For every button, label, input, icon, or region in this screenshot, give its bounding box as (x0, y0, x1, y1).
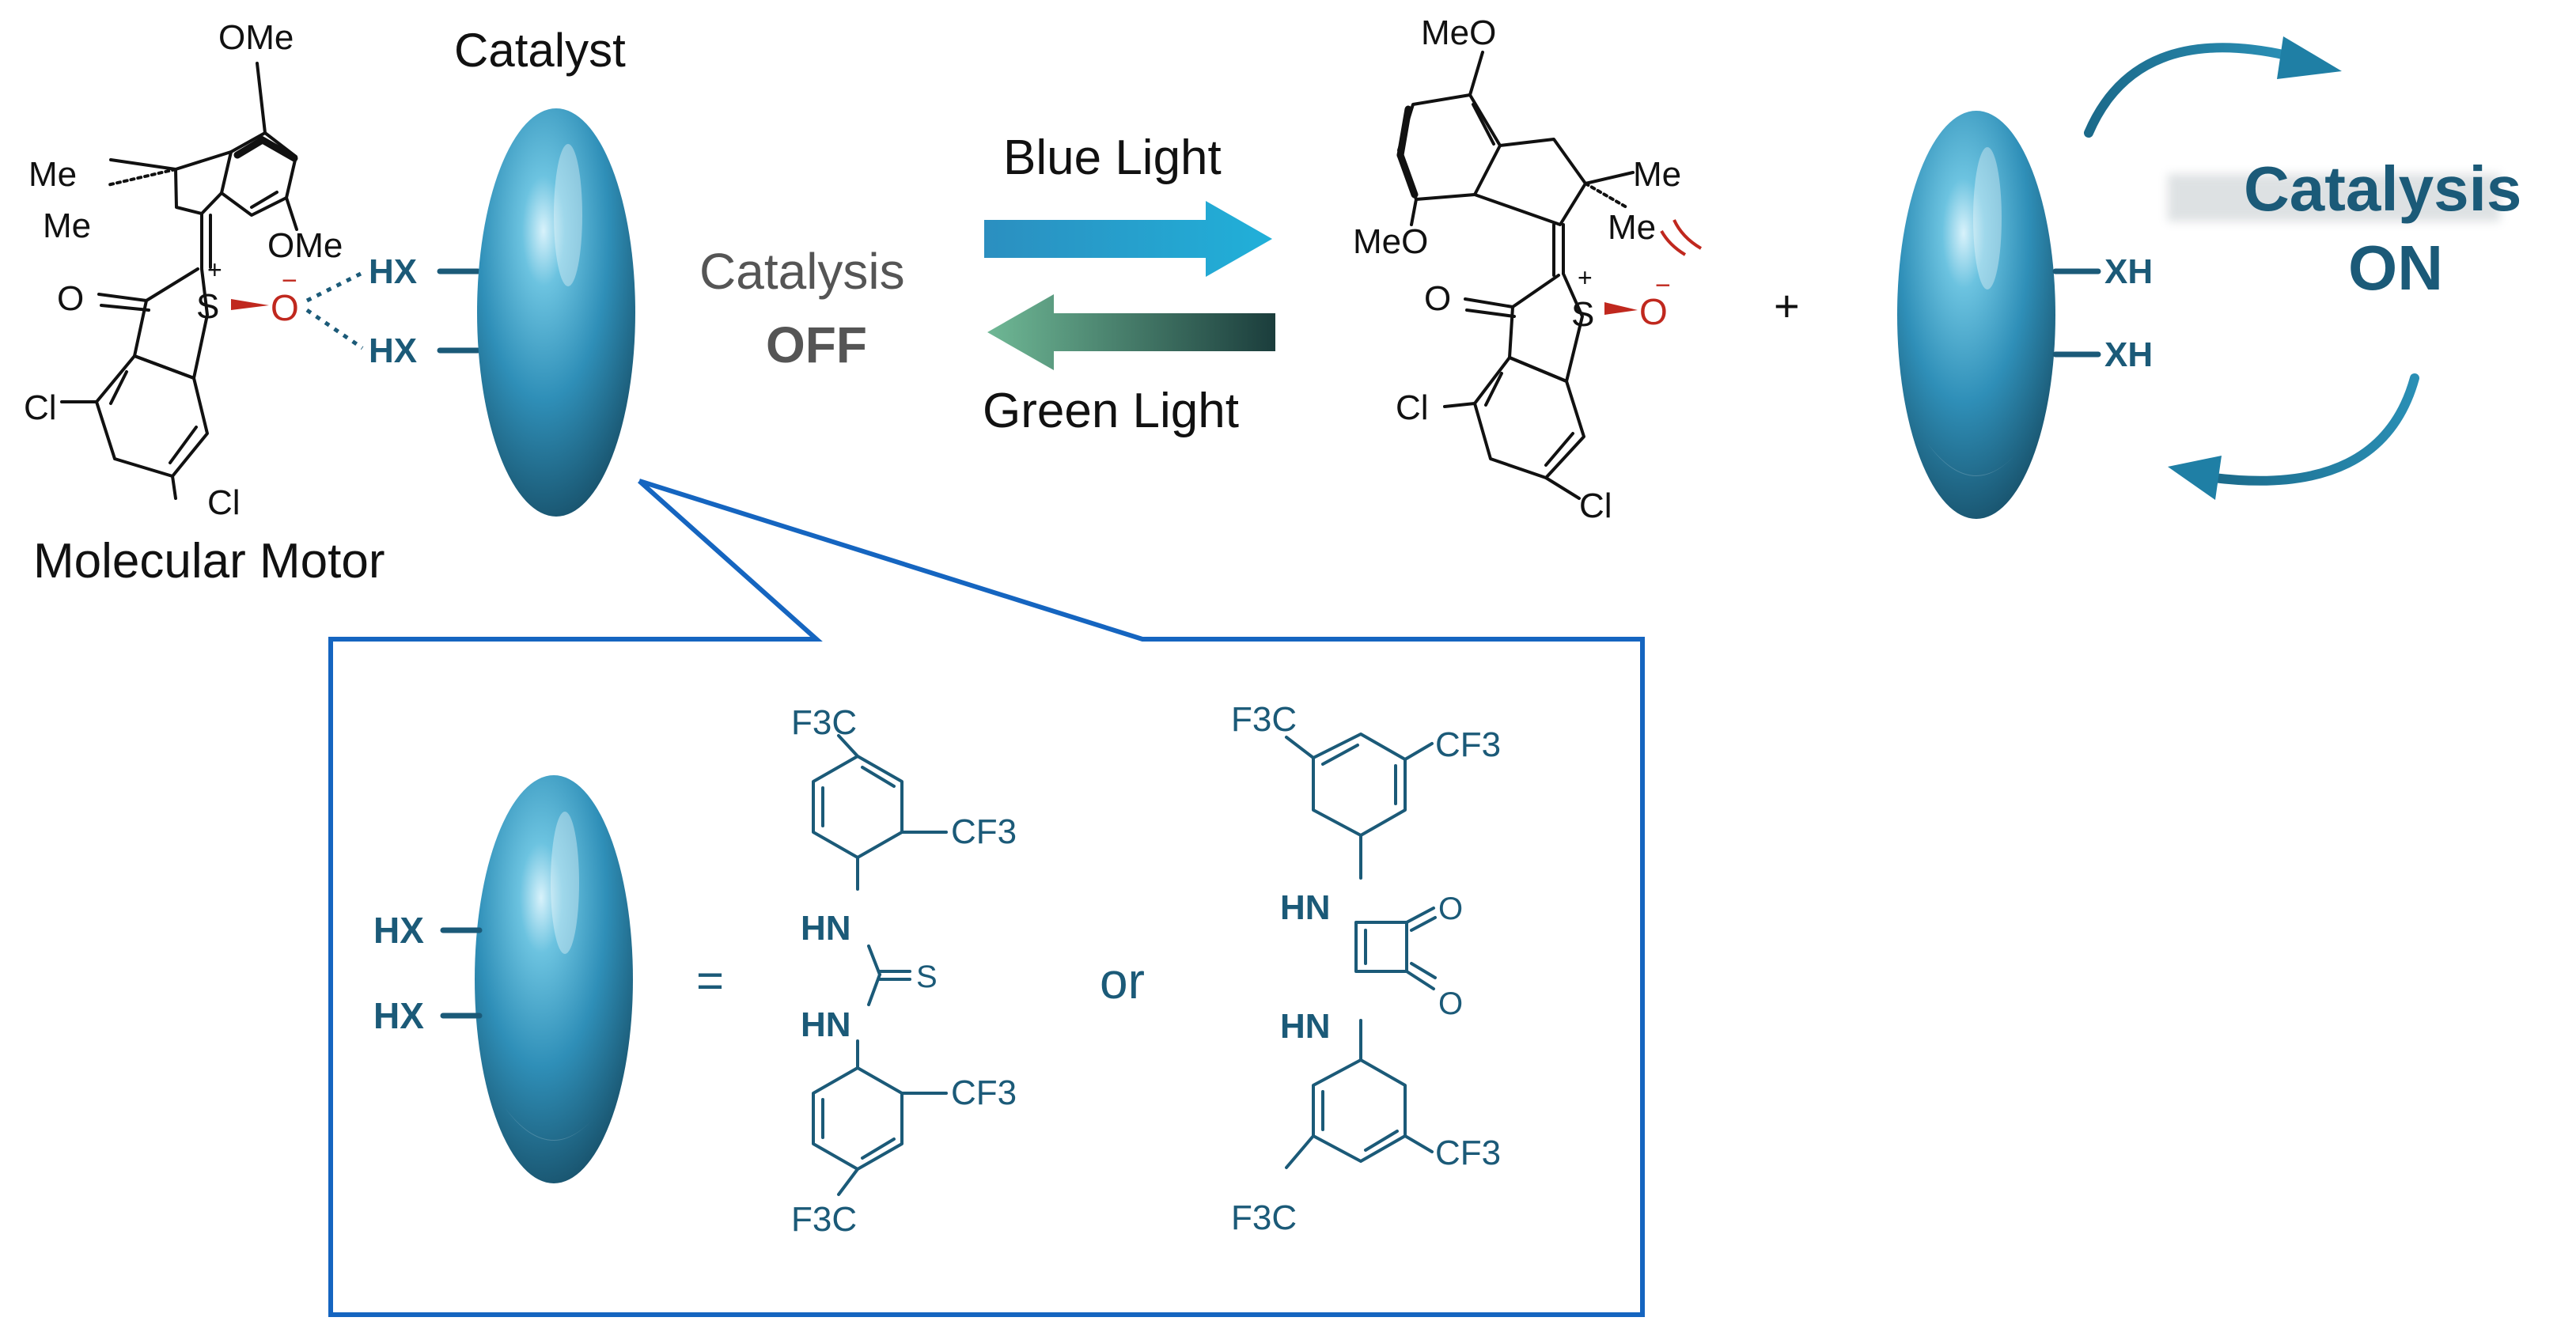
thiourea-structure (812, 734, 948, 1196)
squaramide-cf3-c: CF3 (1435, 1134, 1501, 1172)
cl-label-r1: Cl (1396, 388, 1429, 427)
squaramide-o-2: O (1438, 986, 1463, 1021)
catalysis-on-text: Catalysis (2244, 153, 2521, 224)
or-label: or (1100, 952, 1145, 1009)
xh-label-1: XH (2104, 252, 2153, 291)
sulfur-charge-r: + (1578, 263, 1593, 292)
me-label-r2: Me (1608, 208, 1656, 247)
inset-hx-label-2: HX (373, 995, 424, 1036)
oxide-charge-r: − (1655, 271, 1671, 301)
catalyst-ellipsoid-left (477, 108, 635, 517)
ome-side-label: OMe (267, 226, 343, 265)
cycle-arrow-top (2084, 36, 2342, 138)
blue-light-arrow (984, 201, 1272, 277)
oxide-o-label-r: O (1639, 291, 1668, 332)
thiourea-nh-1: HN (801, 909, 851, 948)
thiourea-s: S (916, 960, 938, 994)
on-label: ON (2348, 233, 2443, 303)
callout-box (328, 479, 1645, 1317)
hx-label-2: HX (369, 331, 417, 370)
carbonyl-o-label-r: O (1424, 279, 1451, 318)
thiourea-nh-2: HN (801, 1005, 851, 1044)
cl-label-1: Cl (24, 388, 57, 427)
squaramide-structure (1285, 732, 1437, 1169)
catalyst-ellipsoid-right (1897, 111, 2055, 519)
squaramide-nh-2: HN (1280, 1007, 1331, 1046)
squaramide-o-1: O (1438, 891, 1463, 926)
thiourea-cf3-b: CF3 (951, 812, 1017, 851)
right-molecular-motor: MeO MeO Me Me O S + O − Cl Cl (1353, 13, 1703, 525)
sulfur-label: S (196, 287, 219, 326)
inset-hx-label-1: HX (373, 910, 424, 951)
squaramide-nh-1: HN (1280, 888, 1331, 927)
meo-side-label: MeO (1353, 222, 1428, 261)
catalysis-off-text: Catalysis (699, 243, 905, 300)
blue-light-label: Blue Light (1003, 131, 1222, 185)
green-light-arrow (987, 294, 1275, 370)
hx-label-1: HX (369, 252, 417, 291)
catalysis-on-shadow (2168, 174, 2500, 221)
equals-sign: = (696, 954, 724, 1007)
sulfur-charge: + (207, 256, 222, 284)
xh-label-2: XH (2104, 335, 2153, 374)
thiourea-cf3-a: F3C (791, 703, 857, 742)
green-light-label: Green Light (983, 384, 1239, 438)
left-molecular-motor: OMe OMe Me Me O S + O − Cl Cl HX HX Mole… (24, 18, 481, 589)
off-label: OFF (766, 316, 867, 373)
thiourea-cf3-d: F3C (791, 1200, 857, 1239)
catalyst-ellipsoid-inset (475, 775, 633, 1183)
carbonyl-o-label: O (57, 279, 84, 318)
cycle-arrow-bottom (2168, 373, 2419, 500)
me-label-r1: Me (1633, 155, 1681, 194)
me-label-2: Me (43, 206, 91, 245)
sulfur-label-r: S (1571, 295, 1594, 334)
me-label-1: Me (28, 155, 77, 194)
catalyst-label: Catalyst (454, 24, 626, 77)
oxide-charge: − (282, 266, 297, 296)
plus-sign: + (1774, 281, 1800, 331)
cl-label-2: Cl (207, 483, 241, 522)
thiourea-cf3-c: CF3 (951, 1073, 1017, 1112)
cl-label-r2: Cl (1579, 486, 1612, 525)
meo-top-label: MeO (1421, 13, 1496, 52)
squaramide-cf3-a: F3C (1231, 700, 1297, 739)
oxide-o-label: O (271, 287, 299, 328)
squaramide-cf3-b: CF3 (1435, 725, 1501, 764)
ome-top-label: OMe (218, 18, 294, 57)
molecular-motor-label: Molecular Motor (33, 534, 385, 589)
squaramide-cf3-d: F3C (1231, 1198, 1297, 1237)
